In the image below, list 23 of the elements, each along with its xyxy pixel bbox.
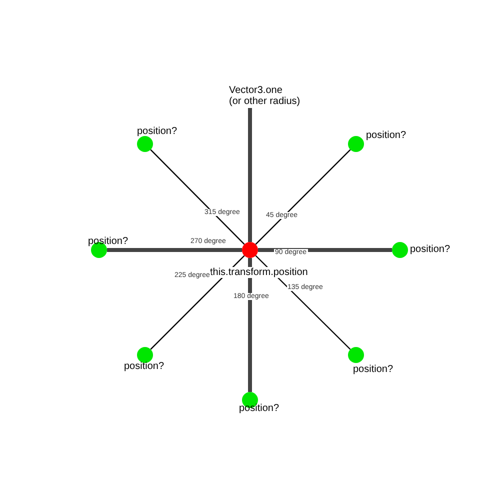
circle-marker bbox=[348, 136, 364, 152]
circle-marker bbox=[242, 242, 258, 258]
circle-marker bbox=[137, 136, 153, 152]
circle-marker bbox=[348, 347, 364, 363]
point-label: position? bbox=[353, 364, 394, 375]
connector-line bbox=[255, 149, 351, 245]
connector-line bbox=[150, 255, 245, 350]
connector-line bbox=[150, 149, 245, 245]
point-label: position? bbox=[124, 361, 164, 372]
node-label: Vector3.one (or other radius) bbox=[229, 85, 300, 107]
point-label: this.transform.position bbox=[210, 267, 308, 278]
point-label: position? bbox=[88, 236, 128, 247]
connector-line bbox=[107, 248, 242, 252]
circle-marker bbox=[392, 242, 408, 258]
connector-line bbox=[248, 258, 252, 392]
point-label: position? bbox=[239, 403, 280, 414]
circle-marker bbox=[137, 347, 153, 363]
connector-line bbox=[258, 248, 392, 252]
point-label: position? bbox=[366, 130, 406, 141]
point-label: position? bbox=[410, 244, 450, 255]
connector-line bbox=[255, 255, 351, 350]
connector-line bbox=[248, 108, 252, 242]
point-label: position? bbox=[137, 126, 178, 137]
